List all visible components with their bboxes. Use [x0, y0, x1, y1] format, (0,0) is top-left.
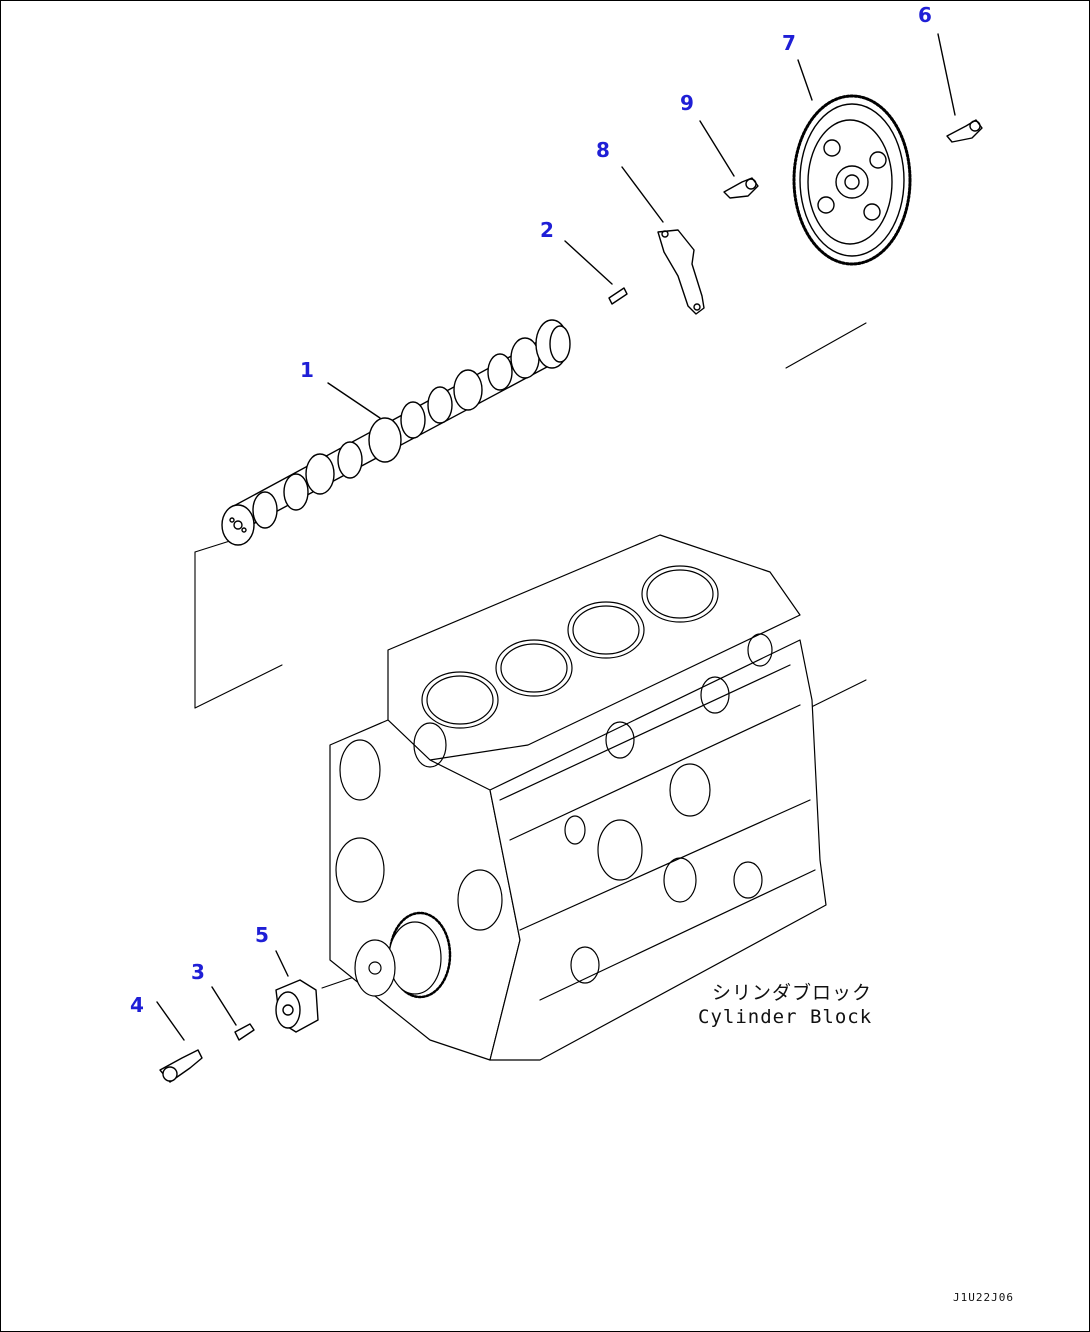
callout-3: 3	[191, 960, 205, 984]
camshaft	[221, 319, 571, 546]
bolt-6	[946, 119, 983, 143]
drawing-id: J1U22J06	[953, 1291, 1014, 1304]
callout-9: 9	[680, 91, 694, 115]
alignment-lines	[194, 322, 867, 989]
callout-5: 5	[255, 923, 269, 947]
bolt-9	[723, 177, 759, 199]
callout-1: 1	[300, 358, 314, 382]
callout-7: 7	[782, 31, 796, 55]
dowel-pin-2	[608, 287, 628, 305]
cam-gear	[792, 94, 912, 266]
callout-4: 4	[130, 993, 144, 1017]
dowel-pin-3	[234, 1023, 255, 1041]
bolt-4	[159, 1049, 203, 1083]
cam-gear-hub	[275, 979, 319, 1033]
cylinder-block-caption-japanese: シリンダブロック	[712, 982, 873, 1004]
leader-lines	[156, 33, 956, 1041]
callout-8: 8	[596, 138, 610, 162]
callout-2: 2	[540, 218, 554, 242]
cylinder-block-caption-english: Cylinder Block	[698, 1006, 873, 1028]
callout-6: 6	[918, 3, 932, 27]
thrust-plate	[657, 229, 705, 315]
cylinder-block	[329, 534, 827, 1061]
